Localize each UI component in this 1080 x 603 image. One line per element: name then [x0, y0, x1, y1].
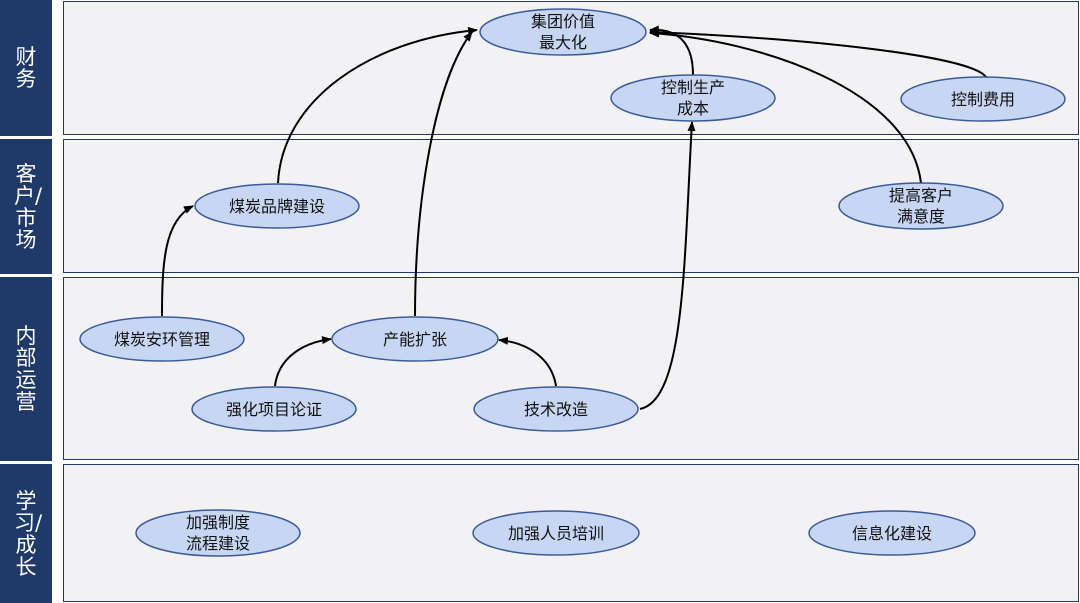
node-capacity-expansion[interactable]: 产能扩张 — [331, 316, 499, 362]
node-staff-training[interactable]: 加强人员培训 — [472, 510, 640, 556]
node-label-line: 煤炭品牌建设 — [229, 197, 325, 216]
node-label-line: 信息化建设 — [852, 524, 932, 543]
node-label-line: 成本 — [677, 99, 709, 118]
node-label-line: 加强人员培训 — [508, 524, 604, 543]
arrow-review-to-capacity — [274, 336, 332, 387]
arrow-brand-to-value — [277, 26, 478, 184]
connectors — [161, 25, 987, 410]
arrow-satisfaction-to-value — [649, 29, 922, 184]
band-label-text: 内部运营 — [15, 324, 37, 414]
band-label-text: 财务 — [15, 45, 37, 91]
band-label-text: 学习/成长 — [14, 488, 43, 579]
arrow-capacity-to-value — [414, 31, 473, 317]
node-label-line: 煤炭安环管理 — [114, 330, 210, 349]
node-label-line: 强化项目论证 — [226, 400, 322, 419]
node-customer-satisfaction[interactable]: 提高客户 满意度 — [838, 182, 1004, 230]
arrow-tech-to-costprod — [639, 121, 696, 410]
node-label-line: 技术改造 — [524, 400, 588, 419]
node-label-line: 最大化 — [539, 33, 587, 52]
node-control-production-cost[interactable]: 控制生产 成本 — [610, 74, 776, 122]
arrow-tech-to-capacity — [498, 336, 557, 387]
node-label-line: 控制费用 — [951, 90, 1015, 109]
node-label-line: 满意度 — [897, 207, 945, 226]
node-label-line: 集团价值 — [531, 12, 595, 31]
node-label-line: 产能扩张 — [383, 330, 447, 349]
node-informatization[interactable]: 信息化建设 — [808, 510, 976, 556]
node-process-system[interactable]: 加强制度 流程建设 — [135, 509, 301, 557]
band-label-finance: 财务 — [0, 0, 52, 136]
band-label-customer: 客户/市场 — [0, 139, 52, 274]
node-project-review[interactable]: 强化项目论证 — [191, 386, 357, 432]
node-tech-upgrade[interactable]: 技术改造 — [473, 386, 639, 432]
node-control-expense[interactable]: 控制费用 — [900, 76, 1066, 122]
node-group-value[interactable]: 集团价值 最大化 — [479, 8, 647, 56]
node-coal-safety-management[interactable]: 煤炭安环管理 — [79, 316, 245, 362]
arrow-safety-to-brand — [161, 205, 194, 317]
node-label-line: 流程建设 — [186, 534, 250, 553]
band-label-text: 客户/市场 — [14, 161, 43, 252]
arrow-expense-to-value — [649, 28, 987, 78]
band-label-learning: 学习/成长 — [0, 464, 52, 603]
band-label-internal: 内部运营 — [0, 277, 52, 461]
node-coal-brand[interactable]: 煤炭品牌建设 — [194, 183, 360, 229]
node-label-line: 加强制度 — [186, 513, 250, 532]
node-label-line: 控制生产 — [661, 78, 725, 97]
node-label-line: 提高客户 — [889, 186, 953, 205]
